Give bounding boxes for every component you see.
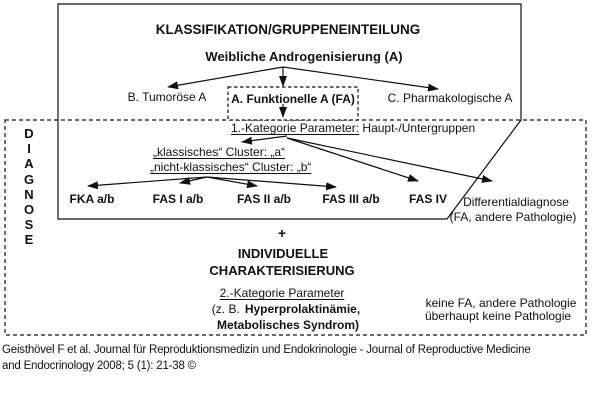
group-fas3: FAS III a/b <box>322 192 380 206</box>
klassifikation-box <box>57 3 522 220</box>
diagnose-letter: A <box>24 156 34 172</box>
diagnose-letter: O <box>23 202 35 218</box>
kategorie1-parameter: 1.-Kategorie Parameter: Haupt-/Untergrup… <box>231 122 475 135</box>
differentialdiagnose-line1: Differentialdiagnose <box>463 195 569 209</box>
group-fka: FKA a/b <box>69 192 115 206</box>
beispiele-prefix: (z. B. <box>211 302 240 316</box>
beispiele-line2: Metabolisches Syndrom) <box>216 318 360 332</box>
diagnose-letter: S <box>24 217 34 233</box>
funktionelle-dashed-box <box>227 86 359 121</box>
diagram-subtitle: Weibliche Androgenisierung (A) <box>205 49 403 64</box>
arrow-to-differentialdiagnose <box>286 137 493 183</box>
citation-line1: Geisthövel F et al. Journal für Reproduk… <box>2 344 531 356</box>
diagnose-letter: G <box>23 171 35 187</box>
cluster-klassisch: „klassisches“ Cluster: „a“ <box>153 145 286 159</box>
individuelle-line1: INDIVIDUELLE <box>237 246 329 261</box>
differentialdiagnose-line2: (FA, andere Pathologie) <box>449 210 577 224</box>
diagnose-letter: D <box>24 126 34 141</box>
diagnose-letter: E <box>24 232 34 248</box>
node-pharmakologische-a: C. Pharmakologische A <box>387 91 513 105</box>
cluster-nicht-klassisch: „nicht-klassisches“ Cluster: „b“ <box>150 160 312 174</box>
group-fas4: FAS IV <box>408 192 448 206</box>
diagnose-letter: I <box>27 141 31 157</box>
arrow-to-fas2 <box>206 176 258 189</box>
node-funktionelle-a: A. Funktionelle A (FA) <box>231 92 355 106</box>
kategorie1-underlined: 1.-Kategorie Parameter: <box>231 121 360 135</box>
arrow-to-fas3 <box>206 176 337 191</box>
citation-line2: and Endocrinology 2008; 5 (1): 21-38 © <box>2 360 196 372</box>
arrow-to-pharmakologisch <box>282 66 439 92</box>
arrow-to-fas1 <box>179 176 208 185</box>
individuelle-line2: CHARAKTERISIERUNG <box>209 263 355 278</box>
node-tumoroese-a: B. Tumoröse A <box>127 90 207 104</box>
arrow-to-tumoros <box>167 66 284 90</box>
diagram-title: KLASSIFIKATION/GRUPPENEINTEILUNG <box>155 22 421 37</box>
note-keine-fa: keine FA, andere Pathologie <box>425 296 577 310</box>
arrow-to-fas4 <box>286 137 419 182</box>
note-keine-pathologie: überhaupt keine Pathologie <box>424 309 572 323</box>
group-fas1: FAS I a/b <box>152 192 204 206</box>
beispiele-line1: (z. B. Hyperprolaktinämie, <box>212 303 360 316</box>
diagnose-letter: N <box>24 186 34 202</box>
plus-sign: + <box>277 225 287 241</box>
kategorie2-parameter: 2.-Kategorie Parameter <box>219 286 345 300</box>
arrow-to-cluster <box>241 135 288 145</box>
beispiele-bold1: Hyperprolaktinämie, <box>244 302 361 316</box>
kategorie1-rest: Haupt-/Untergruppen <box>359 121 476 135</box>
group-fas2: FAS II a/b <box>236 192 292 206</box>
diagnose-vertical-label: D I A G N O S E <box>20 126 38 248</box>
